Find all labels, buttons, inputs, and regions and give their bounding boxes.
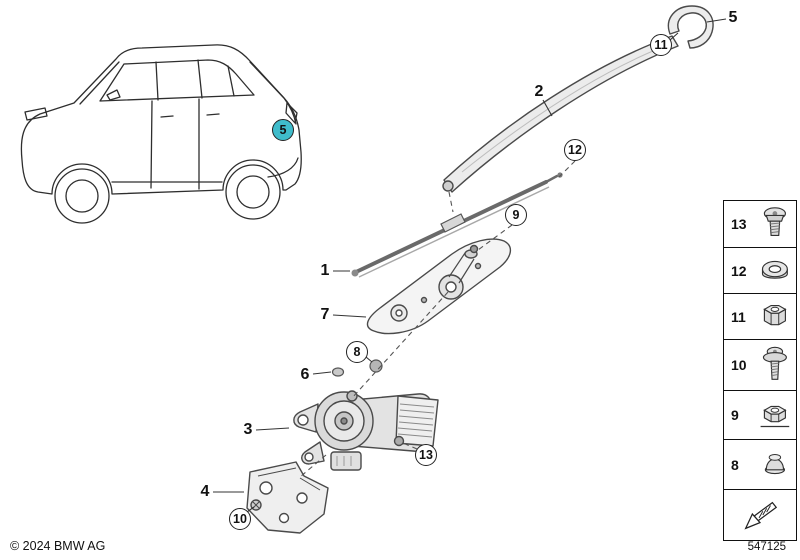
- legend-row-11[interactable]: 11: [724, 294, 796, 340]
- mounting-bracket-drawing: [246, 461, 329, 534]
- callout-1-wiper-blade[interactable]: 1: [320, 262, 330, 279]
- callout-12-washer[interactable]: 12: [564, 139, 586, 161]
- legend-label-10: 10: [731, 357, 747, 373]
- callout-8-grommet[interactable]: 8: [346, 341, 368, 363]
- legend-label-12: 12: [731, 262, 747, 279]
- legend-label-11: 11: [731, 308, 746, 325]
- car-outline-drawing: [20, 44, 302, 224]
- callout-2-wiper-arm[interactable]: 2: [534, 83, 544, 100]
- callout-7-cover-plate[interactable]: 7: [320, 306, 330, 323]
- wiper-arm-drawing: [442, 5, 714, 193]
- cap-nut-icon: [764, 453, 786, 474]
- flat-hex-nut-icon: [760, 405, 790, 428]
- callout-10-bracket-screw[interactable]: 10: [229, 508, 251, 530]
- legend-label-8: 8: [731, 456, 739, 473]
- cross-reference-arrow-icon: [744, 501, 778, 530]
- washer-icon: [761, 260, 788, 279]
- callout-13-motor-screw[interactable]: 13: [415, 444, 437, 466]
- cover-plate-drawing: [366, 238, 511, 335]
- torx-screw-icon: [763, 207, 786, 237]
- callout-11-arm-nut[interactable]: 11: [650, 34, 672, 56]
- legend-row-9[interactable]: 9: [724, 391, 796, 440]
- copyright-notice: © 2024 BMW AG: [10, 539, 106, 553]
- legend-row-8[interactable]: 8: [724, 440, 796, 490]
- fastener-legend: 13 12 11: [723, 200, 797, 541]
- callout-9-spindle-nut[interactable]: 9: [505, 204, 527, 226]
- car-rear-window-badge[interactable]: 5: [272, 119, 294, 141]
- callout-3-wiper-motor[interactable]: 3: [243, 421, 253, 438]
- assembly-axis-lines: [299, 160, 576, 478]
- legend-label-9: 9: [731, 407, 739, 423]
- legend-row-12[interactable]: 12: [724, 248, 796, 294]
- legend-row-10[interactable]: 10: [724, 340, 796, 391]
- legend-label-13: 13: [731, 216, 747, 232]
- cap-drawing: [331, 367, 345, 377]
- hex-nut-icon: [763, 304, 787, 325]
- diagram-number: 547125: [747, 541, 786, 553]
- flange-screw-icon: [762, 346, 787, 380]
- callout-6-cap[interactable]: 6: [300, 366, 310, 383]
- legend-row-13[interactable]: 13: [724, 201, 796, 248]
- legend-row-reference[interactable]: [724, 490, 796, 540]
- wiper-blade-drawing: [351, 172, 563, 278]
- callout-4-bracket[interactable]: 4: [200, 483, 210, 500]
- callout-5-arm-tip[interactable]: 5: [728, 9, 738, 26]
